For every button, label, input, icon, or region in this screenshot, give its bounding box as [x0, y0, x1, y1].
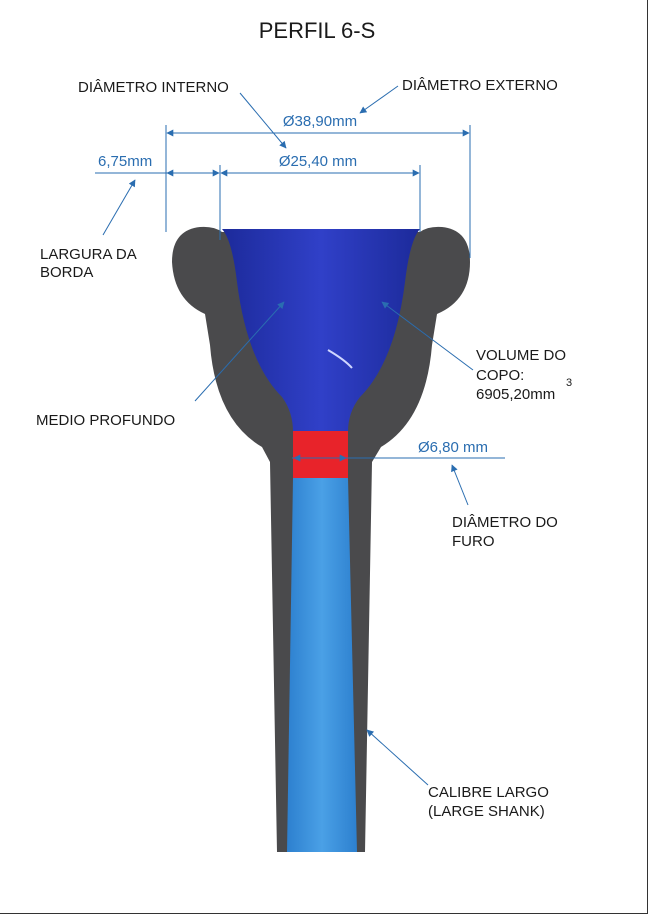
cup-volume-label-line2: COPO: [476, 367, 524, 384]
inner-diameter-value: Ø25,40 mm [279, 153, 357, 170]
rim-width-label-line1: LARGURA DA [40, 246, 137, 263]
rim-width-value: 6,75mm [98, 153, 152, 170]
shank-label-line2: (LARGE SHANK) [428, 803, 545, 820]
cup [222, 229, 420, 432]
throat-label-line1: DIÂMETRO DO [452, 514, 558, 531]
dimension-lines [95, 85, 505, 786]
cup-volume-exponent: 3 [566, 377, 572, 389]
page-title: PERFIL 6-S [259, 18, 376, 43]
outer-diameter-label: DIÂMETRO EXTERNO [402, 77, 558, 94]
cup-volume-label-line1: VOLUME DO [476, 347, 566, 364]
cup-volume-value: 6905,20mm [476, 386, 555, 403]
shank-label-line1: CALIBRE LARGO [428, 784, 549, 801]
inner-diameter-label: DIÂMETRO INTERNO [78, 79, 229, 96]
throat-diameter-value: Ø6,80 mm [418, 439, 488, 456]
outer-diameter-value: Ø38,90mm [283, 113, 357, 130]
throat [293, 431, 348, 478]
cup-depth-label: MEDIO PROFUNDO [36, 412, 175, 429]
backbore [287, 478, 357, 852]
throat-label-line2: FURO [452, 533, 495, 550]
cup-highlight [327, 349, 353, 369]
rim-width-label-line2: BORDA [40, 264, 93, 281]
